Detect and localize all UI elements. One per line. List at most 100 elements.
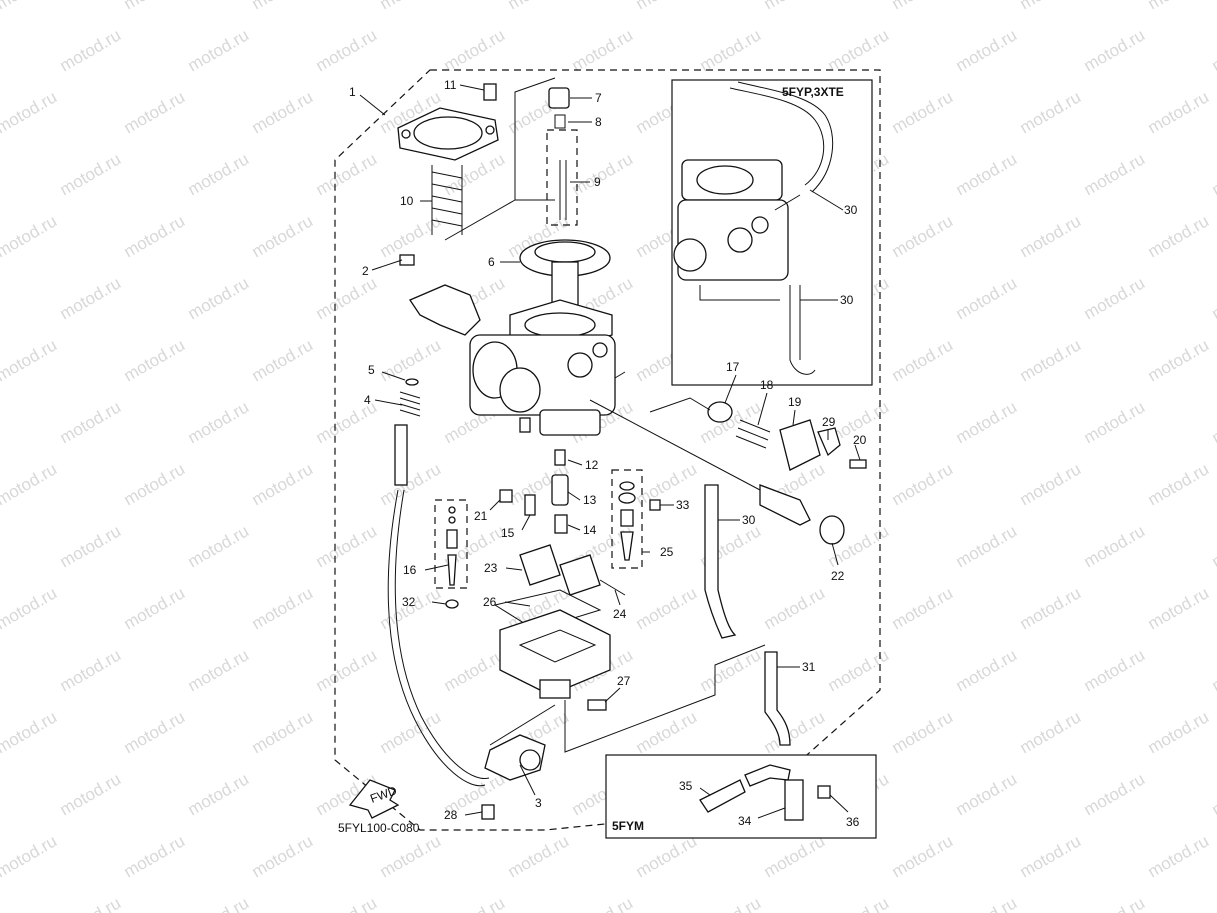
watermark-text: motod.ru — [185, 273, 253, 323]
watermark-text: motod.ru — [249, 87, 317, 137]
watermark-text: motod.ru — [761, 583, 829, 633]
watermark-text: motod.ru — [953, 25, 1021, 75]
watermark-text: motod.ru — [1081, 521, 1149, 571]
callout-24: 24 — [613, 607, 627, 621]
watermark-text: motod.ru — [0, 707, 60, 757]
top-cap-assembly — [397, 83, 570, 235]
inset-5fym-label: 5FYM — [612, 819, 644, 833]
watermark-text: motod.ru — [889, 335, 957, 385]
watermark-text: motod.ru — [57, 25, 125, 75]
watermark-text: motod.ru — [185, 521, 253, 571]
choke-route-line — [589, 399, 761, 491]
watermark-text: motod.ru — [249, 459, 317, 509]
callout-5: 5 — [368, 363, 375, 377]
callout-17: 17 — [726, 360, 740, 374]
callout-30-inset-upper: 30 — [844, 203, 858, 217]
watermark-text: motod.ru — [57, 645, 125, 695]
callout-6: 6 — [488, 255, 495, 269]
watermark-text: motod.ru — [569, 149, 637, 199]
watermark-text: motod.ru — [505, 0, 573, 13]
watermark-text: motod.ru — [889, 583, 957, 633]
watermark-text: motod.ru — [569, 25, 637, 75]
callout-33: 33 — [676, 498, 690, 512]
fwd-arrow-icon: FWD — [348, 779, 400, 819]
callout-31: 31 — [802, 660, 816, 674]
watermark-text: motod.ru — [249, 0, 317, 13]
watermark-text: motod.ru — [313, 149, 381, 199]
watermark-text: motod.ru — [1081, 273, 1149, 323]
watermark-text: motod.ru — [57, 149, 125, 199]
watermark-text: motod.ru — [953, 769, 1021, 819]
choke-bracket-3 — [481, 734, 546, 820]
drawing-code: 5FYL100-C080 — [338, 821, 420, 835]
drain-line-bracket — [564, 644, 766, 753]
watermark-text: motod.ru — [633, 707, 701, 757]
carburetor-body — [469, 299, 626, 436]
watermark-text: motod.ru — [0, 831, 60, 881]
inset-5fyp-label: 5FYP,3XTE — [782, 85, 844, 99]
watermark-text: motod.ru — [1017, 211, 1085, 261]
watermark-text: motod.ru — [953, 149, 1021, 199]
callout-29: 29 — [822, 415, 836, 429]
watermark-text: motod.ru — [633, 459, 701, 509]
watermark-text: motod.ru — [761, 0, 829, 13]
right-parts — [707, 401, 867, 545]
watermark-text: motod.ru — [313, 893, 381, 913]
center-jets — [499, 449, 661, 534]
watermark-text: motod.ru — [121, 831, 189, 881]
main-jet-group-bracket — [611, 469, 643, 569]
callout-13: 13 — [583, 493, 597, 507]
watermark-text: motod.ru — [1145, 459, 1213, 509]
watermark-text: motod.ru — [1145, 0, 1213, 13]
watermark-text: motod.ru — [1017, 459, 1085, 509]
watermark-text: motod.ru — [185, 893, 253, 913]
watermark-text: motod.ru — [0, 459, 60, 509]
watermark-text: motod.ru — [0, 335, 60, 385]
watermark-text: motod.ru — [1081, 25, 1149, 75]
callout-2: 2 — [362, 264, 369, 278]
watermark-text: motod.ru — [697, 893, 765, 913]
watermark-text: motod.ru — [1145, 707, 1213, 757]
callout-30-main: 30 — [742, 513, 756, 527]
jet-group-left-bracket — [434, 499, 468, 589]
watermark-text: motod.ru — [1209, 397, 1217, 447]
watermark-text: motod.ru — [185, 397, 253, 447]
watermark-text: motod.ru — [633, 583, 701, 633]
throttle-cable-assembly — [387, 378, 490, 787]
screw-2 — [399, 254, 415, 266]
watermark-text: motod.ru — [889, 831, 957, 881]
callout-10: 10 — [400, 194, 414, 208]
watermark-text: motod.ru — [377, 707, 445, 757]
watermark-text: motod.ru — [185, 769, 253, 819]
watermark-text: motod.ru — [377, 459, 445, 509]
callout-32: 32 — [402, 595, 416, 609]
watermark-text: motod.ru — [0, 211, 60, 261]
float-assembly — [519, 544, 626, 596]
watermark-text: motod.ru — [121, 335, 189, 385]
watermark-text: motod.ru — [1017, 87, 1085, 137]
callout-9: 9 — [594, 175, 601, 189]
callout-25: 25 — [660, 545, 674, 559]
inset-5fym-parts — [699, 764, 831, 821]
watermark-text: motod.ru — [441, 893, 509, 913]
watermark-text: motod.ru — [57, 769, 125, 819]
watermark-text: motod.ru — [1017, 831, 1085, 881]
watermark-text: motod.ru — [1081, 769, 1149, 819]
callout-14: 14 — [583, 523, 597, 537]
watermark-text: motod.ru — [505, 831, 573, 881]
watermark-text: motod.ru — [889, 87, 957, 137]
main-jet-parts — [618, 481, 636, 561]
watermark-text: motod.ru — [121, 459, 189, 509]
watermark-text: motod.ru — [441, 645, 509, 695]
watermark-text: motod.ru — [1145, 87, 1213, 137]
callout-27: 27 — [617, 674, 631, 688]
watermark-text: motod.ru — [1209, 645, 1217, 695]
watermark-text: motod.ru — [313, 273, 381, 323]
watermark-text: motod.ru — [1209, 149, 1217, 199]
watermark-text: motod.ru — [1017, 335, 1085, 385]
watermark-text: motod.ru — [697, 645, 765, 695]
watermark-text: motod.ru — [249, 583, 317, 633]
watermark-text: motod.ru — [761, 831, 829, 881]
watermark-text: motod.ru — [377, 211, 445, 261]
